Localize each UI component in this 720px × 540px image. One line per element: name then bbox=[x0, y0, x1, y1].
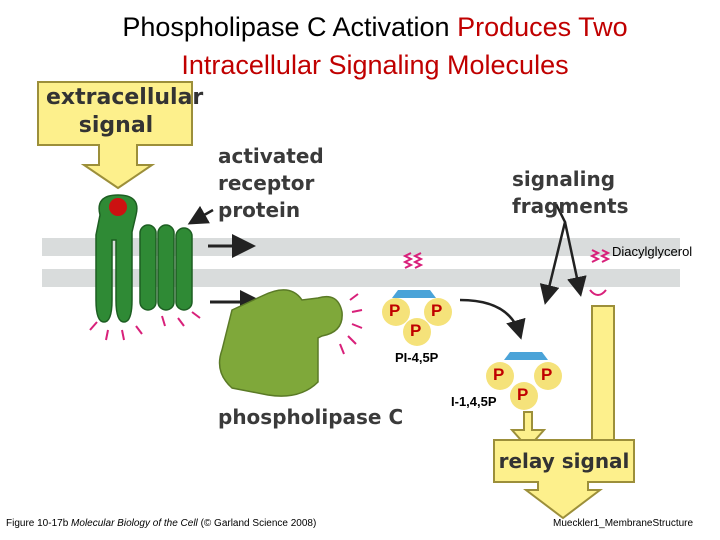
pi45p-phosphate-2: P bbox=[431, 301, 443, 320]
pi45p-phosphate-1: P bbox=[389, 301, 401, 320]
title-line-1: Phospholipase C Activation Produces Two bbox=[0, 10, 720, 44]
extracellular-signal-line-2: signal bbox=[78, 113, 154, 138]
extracellular-signal-callout bbox=[37, 81, 193, 190]
title-red-text-2: Intracellular Signaling Molecules bbox=[181, 50, 569, 80]
receptor-activation-rays bbox=[89, 311, 201, 341]
plc-activation-rays bbox=[339, 293, 363, 355]
figure-number: Figure 10-17b bbox=[6, 518, 69, 529]
phospholipase-c-shape bbox=[218, 289, 343, 397]
activated-receptor-line-1: activated bbox=[218, 144, 324, 168]
activated-receptor-label: activated receptor protein bbox=[218, 143, 324, 224]
signaling-fragments-label: signaling fragments bbox=[512, 166, 628, 220]
signaling-fragments-line-1: signaling bbox=[512, 167, 616, 191]
diacylglycerol-down-arrow bbox=[591, 305, 615, 451]
ip3-label: I-1,4,5P bbox=[451, 394, 497, 409]
title-red-text-1: Produces Two bbox=[457, 12, 628, 42]
relay-signal-label: relay signal bbox=[498, 449, 630, 473]
pi45p-head bbox=[382, 290, 452, 346]
title-black-text: Phospholipase C Activation bbox=[122, 12, 450, 42]
pi45p-label: PI-4,5P bbox=[395, 350, 439, 365]
ip3-phosphate-2: P bbox=[541, 365, 553, 384]
activated-receptor-line-3: protein bbox=[218, 198, 301, 222]
extracellular-signal-line-1: extracellular bbox=[46, 85, 204, 110]
arrow-to-receptor bbox=[187, 205, 214, 225]
phospholipase-c-label: phospholipase C bbox=[218, 405, 404, 429]
activated-receptor-line-2: receptor bbox=[218, 171, 315, 195]
title-line-2: Intracellular Signaling Molecules bbox=[0, 48, 720, 82]
book-title: Molecular Biology of the Cell bbox=[71, 518, 198, 529]
slide-footer: Mueckler1_MembraneStructure bbox=[553, 518, 694, 529]
arrow-to-diacylglycerol bbox=[563, 221, 587, 297]
diacylglycerol-label: Diacylglycerol bbox=[612, 244, 693, 259]
pi45p-phosphate-3: P bbox=[410, 321, 422, 340]
signal-molecule bbox=[109, 198, 127, 216]
signaling-fragments-line-2: fragments bbox=[512, 194, 629, 218]
figure-caption: Figure 10-17b Molecular Biology of the C… bbox=[6, 518, 316, 529]
arrow-to-ip3 bbox=[459, 298, 526, 340]
pi45p-lipid-tails bbox=[402, 252, 424, 269]
membrane-outer-layer bbox=[42, 238, 680, 256]
membrane-inner-layer bbox=[42, 269, 680, 287]
ip3-phosphate-3: P bbox=[517, 385, 529, 404]
relay-signal-callout bbox=[493, 439, 635, 520]
extracellular-signal-label: extracellular signal bbox=[46, 84, 204, 140]
ip3-phosphate-1: P bbox=[493, 365, 505, 384]
diacylglycerol-tails bbox=[589, 249, 611, 296]
receptor-protein bbox=[95, 194, 193, 323]
copyright: (© Garland Science 2008) bbox=[200, 518, 317, 529]
ip3-head bbox=[486, 352, 562, 410]
